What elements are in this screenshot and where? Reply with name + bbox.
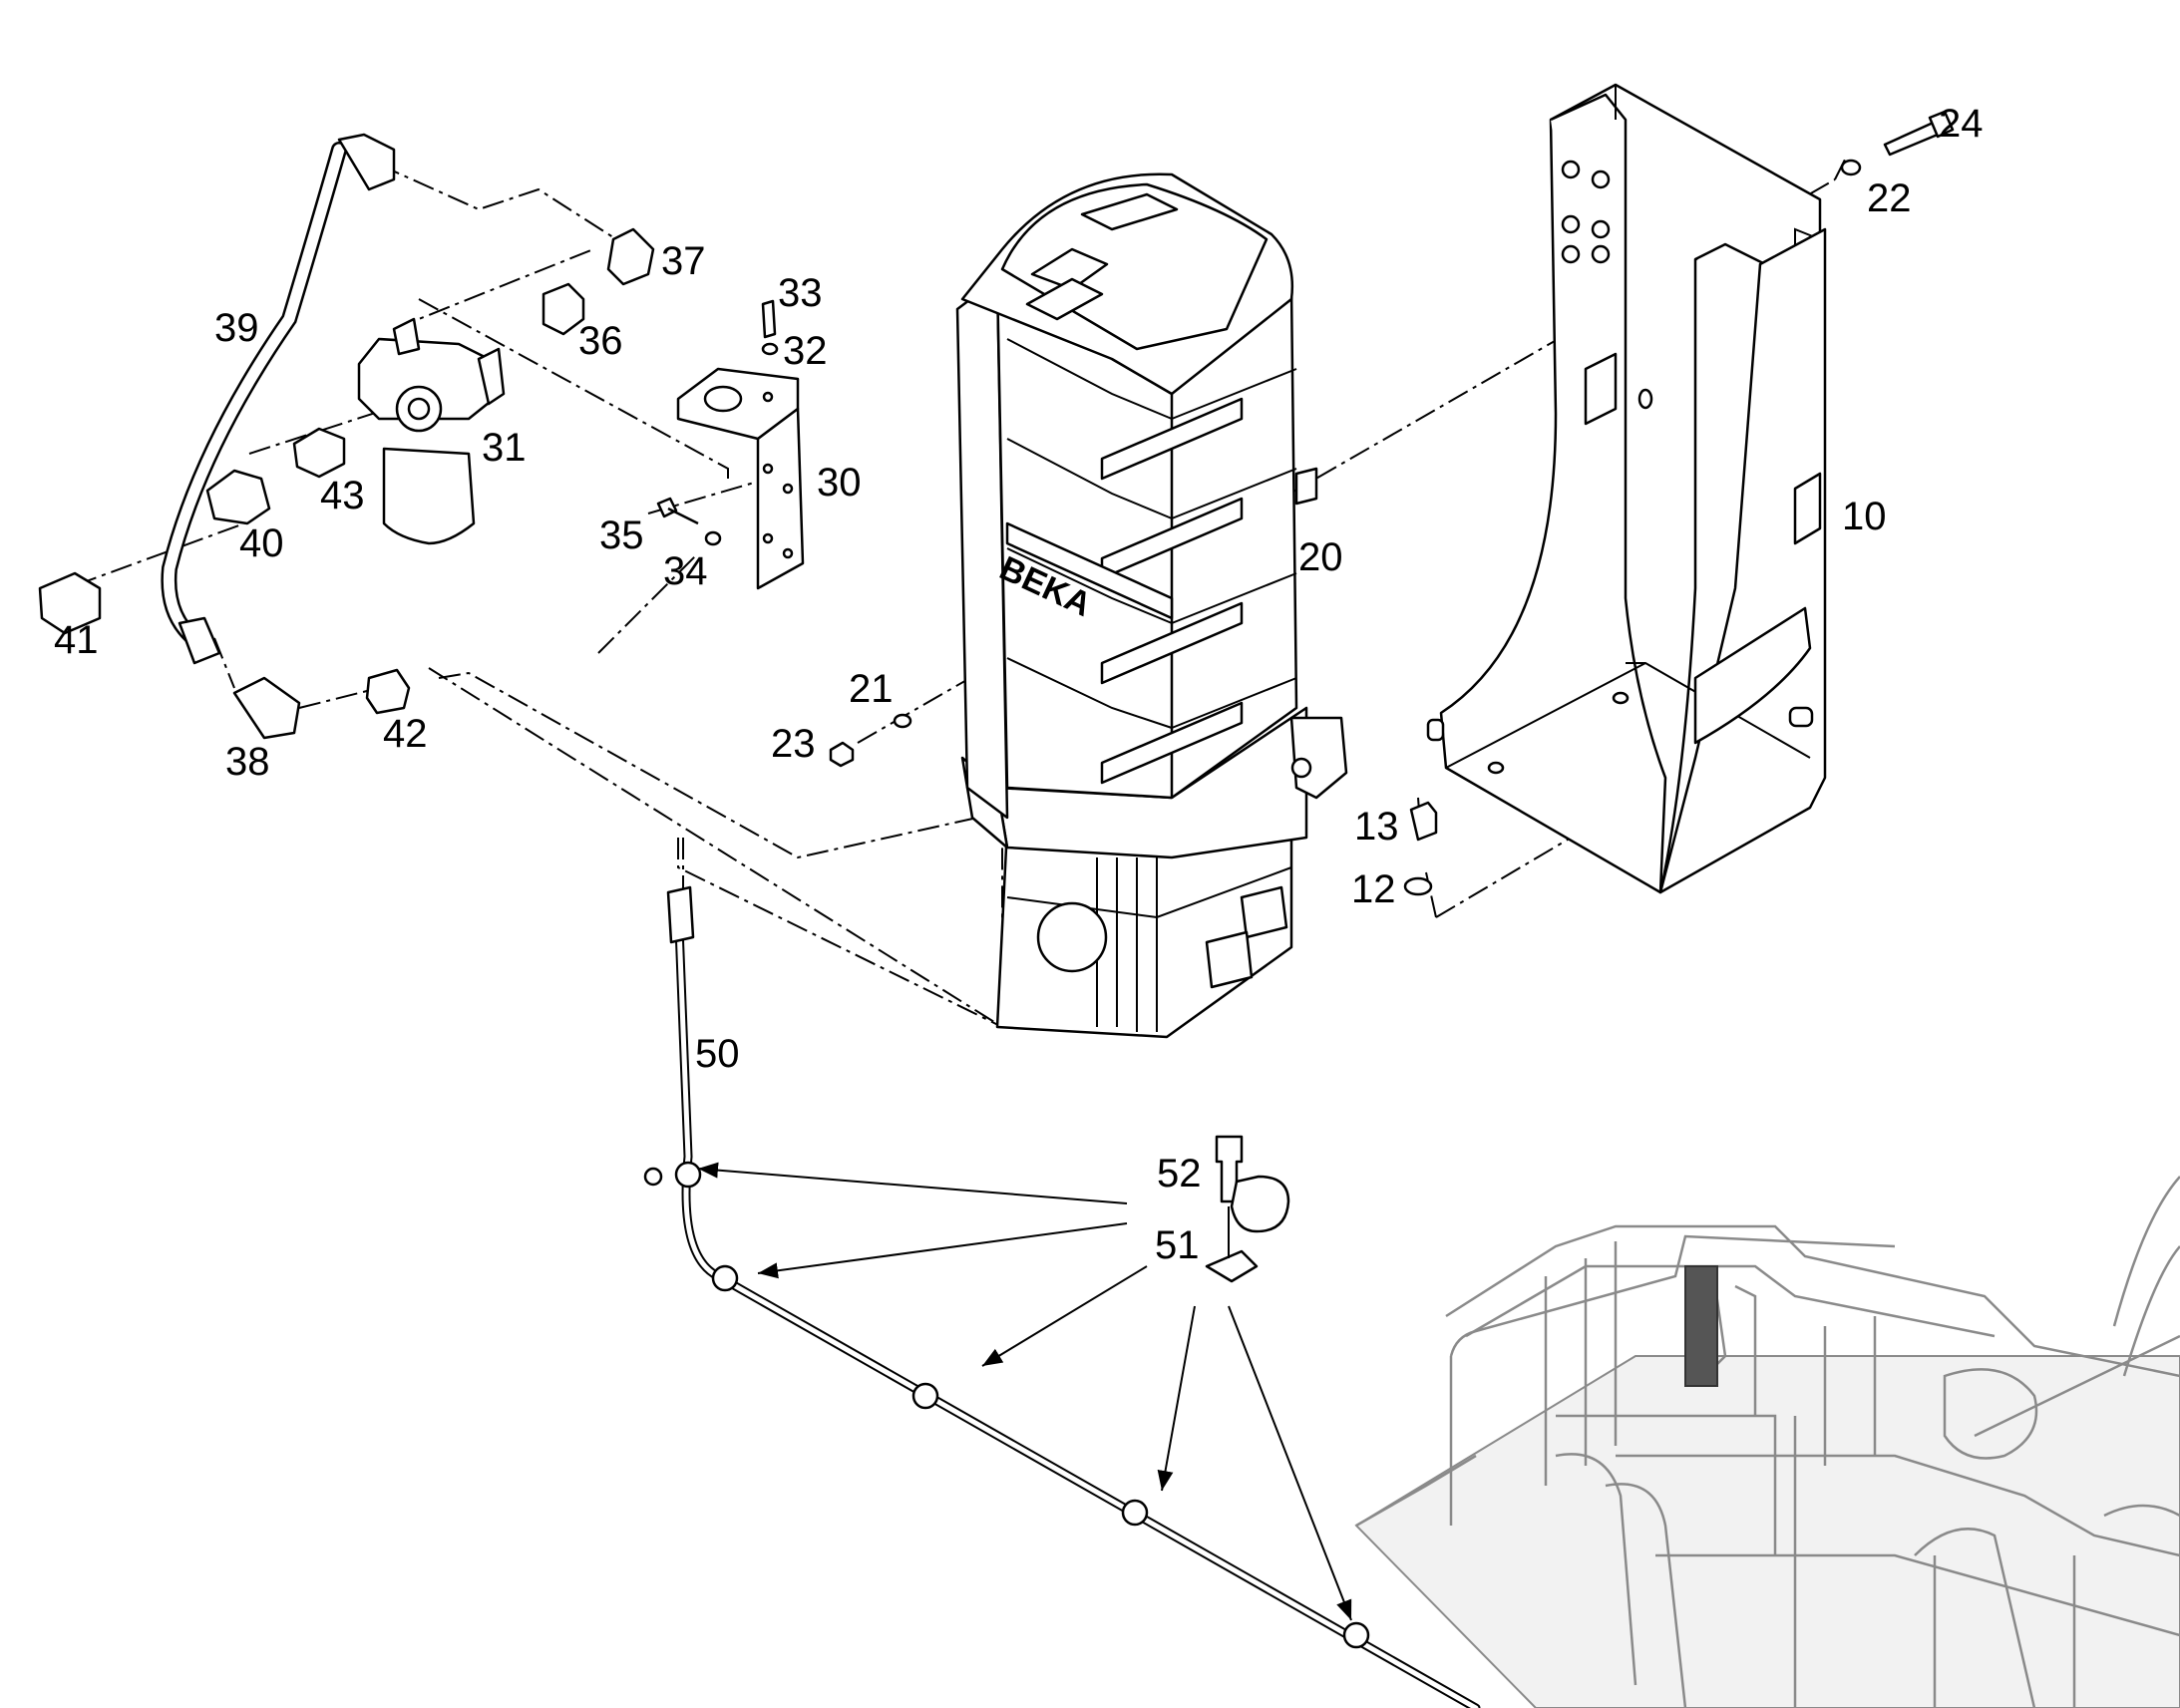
label-23: 23 bbox=[771, 722, 816, 766]
label-34: 34 bbox=[663, 549, 708, 593]
label-10: 10 bbox=[1842, 495, 1887, 538]
part-30-plate-bracket bbox=[676, 367, 805, 590]
label-20: 20 bbox=[1298, 535, 1343, 579]
label-24: 24 bbox=[1939, 102, 1984, 146]
part-51-52-clamp-and-screw bbox=[1205, 1135, 1290, 1283]
label-22: 22 bbox=[1867, 176, 1912, 220]
label-35: 35 bbox=[599, 513, 644, 557]
label-50: 50 bbox=[695, 1032, 740, 1076]
label-42: 42 bbox=[383, 712, 428, 756]
label-51: 51 bbox=[1155, 1223, 1200, 1267]
part-20-lubrication-pump: BEKA bbox=[955, 172, 1348, 1039]
part-31-filter bbox=[357, 317, 506, 545]
label-33: 33 bbox=[778, 271, 823, 315]
label-52: 52 bbox=[1157, 1152, 1202, 1196]
label-31: 31 bbox=[482, 426, 527, 470]
label-37: 37 bbox=[661, 239, 706, 283]
label-21: 21 bbox=[849, 667, 894, 711]
label-39: 39 bbox=[214, 306, 259, 350]
label-12: 12 bbox=[1351, 867, 1396, 911]
label-13: 13 bbox=[1354, 805, 1399, 849]
small-hardware bbox=[656, 110, 1955, 896]
label-40: 40 bbox=[239, 521, 284, 565]
label-38: 38 bbox=[225, 740, 270, 784]
part-50-lube-line bbox=[643, 885, 1481, 1708]
machine-frame-context bbox=[1354, 1176, 2180, 1708]
label-43: 43 bbox=[320, 474, 365, 517]
label-32: 32 bbox=[783, 329, 828, 373]
label-36: 36 bbox=[578, 319, 623, 363]
part-labels: 10 12 13 20 21 22 23 24 30 31 32 33 34 3… bbox=[54, 102, 1984, 1267]
label-41: 41 bbox=[54, 618, 99, 662]
fittings bbox=[38, 227, 655, 740]
callout-arrows-51 bbox=[697, 1162, 1352, 1621]
label-30: 30 bbox=[817, 461, 862, 505]
part-10-mounting-bracket bbox=[1426, 83, 1827, 894]
part-39-hose bbox=[161, 133, 396, 665]
